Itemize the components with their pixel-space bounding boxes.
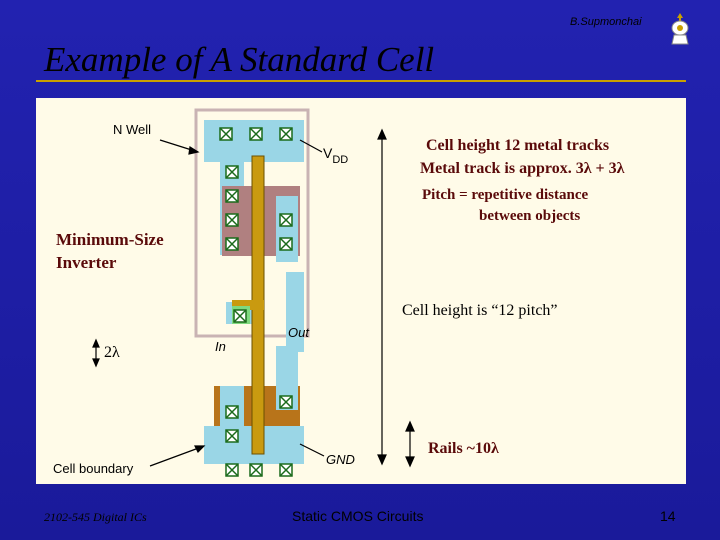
input-label: In <box>215 339 226 354</box>
contact <box>249 127 263 141</box>
contact <box>279 463 293 477</box>
contact <box>225 429 239 443</box>
lambda-label: 2λ <box>104 344 120 361</box>
note-pitch-definition: Pitch = repetitive distance <box>422 187 589 203</box>
vdd-leader <box>299 139 323 153</box>
note-rails: Rails ~10λ <box>428 440 499 457</box>
contact <box>225 237 239 251</box>
annotation-arrows <box>92 128 415 468</box>
note-metal-track: Metal track is approx. 3λ + 3λ <box>420 160 625 177</box>
vdd-label-main: V <box>323 145 333 161</box>
note-cell-height-tracks: Cell height 12 metal tracks <box>426 137 610 154</box>
gnd-leader <box>299 443 325 457</box>
contact <box>225 213 239 227</box>
contact <box>225 189 239 203</box>
output-metal-bottom <box>276 346 298 410</box>
contact <box>219 127 233 141</box>
contact-set <box>219 127 293 477</box>
footer-topic: Static CMOS Circuits <box>292 508 424 524</box>
contact <box>225 405 239 419</box>
vdd-label: VDD <box>323 145 348 166</box>
page-title: Example of A Standard Cell <box>44 40 435 79</box>
note-pitch-definition-cont: between objects <box>479 208 581 224</box>
contact <box>279 237 293 251</box>
page-number: 14 <box>660 508 676 524</box>
gnd-label: GND <box>326 452 355 467</box>
n-well-label: N Well <box>113 122 152 137</box>
note-cell-height-pitch: Cell height is “12 pitch” <box>402 302 558 319</box>
output-metal-top <box>276 196 298 262</box>
cell-boundary-label: Cell boundary <box>53 461 134 476</box>
min-size-label-line1: Minimum-Size <box>56 230 164 249</box>
contact <box>279 127 293 141</box>
footer-course: 2102-545 Digital ICs <box>44 510 147 524</box>
title-divider <box>36 80 686 82</box>
poly-input-stub <box>232 300 264 310</box>
contact <box>225 165 239 179</box>
min-size-label-line2: Inverter <box>56 253 117 272</box>
author-label: B.Supmonchai <box>570 16 642 28</box>
university-logo-icon <box>671 13 689 45</box>
output-metal <box>286 272 304 352</box>
contact <box>279 395 293 409</box>
contact <box>279 213 293 227</box>
contact <box>225 463 239 477</box>
vdd-label-sub: DD <box>332 154 349 166</box>
contact <box>249 463 263 477</box>
output-label: Out <box>288 325 309 340</box>
content-panel <box>36 98 686 484</box>
cell-boundary-arrow <box>149 445 205 467</box>
contact <box>233 309 247 323</box>
